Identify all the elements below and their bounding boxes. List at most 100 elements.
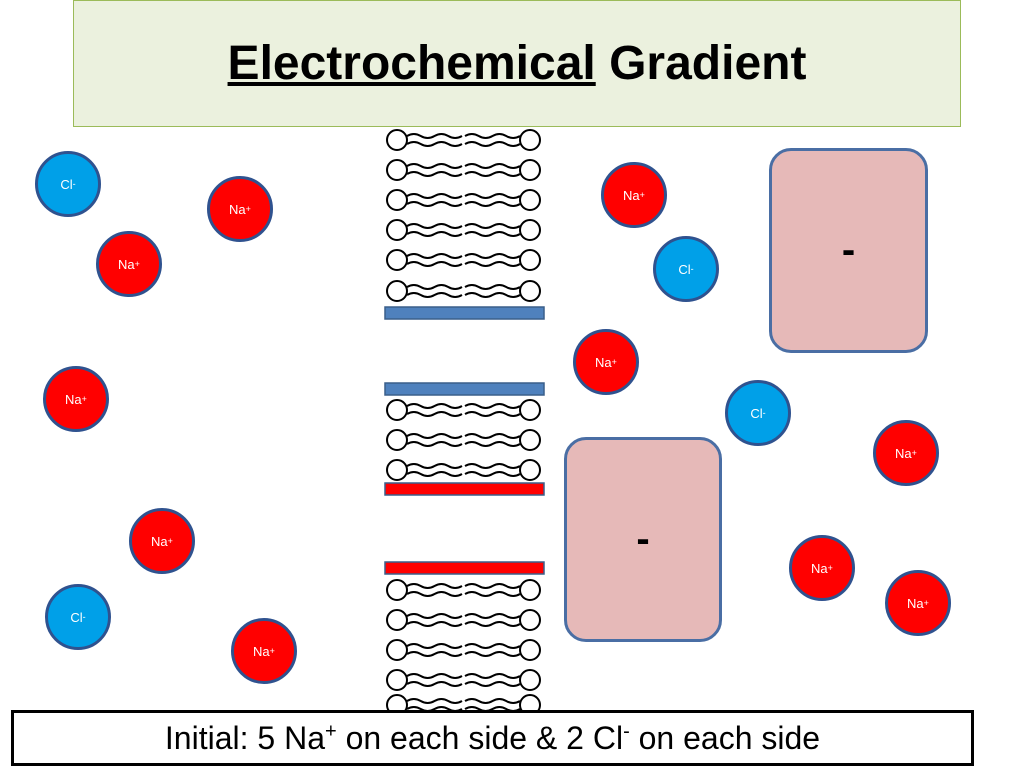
phospholipid-tail — [406, 673, 463, 679]
phospholipid-head — [519, 159, 541, 181]
ion-na: Na+ — [873, 420, 939, 486]
phospholipid-tail — [464, 471, 521, 477]
phospholipid-head — [519, 189, 541, 211]
phospholipid-head — [386, 669, 408, 691]
ion-na: Na+ — [207, 176, 273, 242]
phospholipid-head — [519, 129, 541, 151]
phospholipid-tail — [464, 231, 521, 237]
phospholipid-tail — [406, 163, 463, 169]
phospholipid-tail — [406, 583, 463, 589]
title-underlined: Electrochemical — [227, 37, 596, 90]
phospholipid-tail — [464, 433, 521, 439]
phospholipid-head — [386, 280, 408, 302]
phospholipid-tail — [406, 223, 463, 229]
phospholipid-tail — [464, 403, 521, 409]
phospholipid-head — [519, 669, 541, 691]
phospholipid-head — [519, 399, 541, 421]
phospholipid-tail — [406, 643, 463, 649]
phospholipid-tail — [464, 284, 521, 290]
ion-cl: Cl- — [45, 584, 111, 650]
channel-gate-closed — [384, 382, 545, 396]
phospholipid-tail — [464, 681, 521, 687]
phospholipid-head — [386, 159, 408, 181]
phospholipid-tail — [406, 231, 463, 237]
ion-na: Na+ — [43, 366, 109, 432]
phospholipid-tail — [464, 163, 521, 169]
channel-gate-open — [384, 561, 545, 575]
phospholipid-tail — [406, 698, 463, 704]
ion-na: Na+ — [885, 570, 951, 636]
phospholipid-tail — [406, 292, 463, 298]
phospholipid-head — [519, 219, 541, 241]
phospholipid-head — [519, 579, 541, 601]
phospholipid-tail — [464, 193, 521, 199]
phospholipid-tail — [406, 613, 463, 619]
phospholipid-head — [386, 639, 408, 661]
phospholipid-tail — [406, 261, 463, 267]
phospholipid-tail — [464, 583, 521, 589]
phospholipid-tail — [406, 193, 463, 199]
negative-charge-box: - — [564, 437, 722, 642]
phospholipid-tail — [406, 411, 463, 417]
phospholipid-tail — [406, 141, 463, 147]
phospholipid-tail — [464, 613, 521, 619]
phospholipid-tail — [406, 463, 463, 469]
phospholipid-head — [386, 429, 408, 451]
ion-na: Na+ — [573, 329, 639, 395]
phospholipid-tail — [406, 471, 463, 477]
phospholipid-head — [386, 459, 408, 481]
phospholipid-tail — [464, 441, 521, 447]
phospholipid-tail — [406, 284, 463, 290]
phospholipid-head — [519, 429, 541, 451]
phospholipid-tail — [464, 141, 521, 147]
ion-na: Na+ — [231, 618, 297, 684]
channel-gate-closed — [384, 306, 545, 320]
phospholipid-head — [519, 609, 541, 631]
phospholipid-tail — [406, 253, 463, 259]
title-banner: Electrochemical Gradient — [73, 0, 961, 127]
phospholipid-tail — [464, 253, 521, 259]
phospholipid-tail — [406, 171, 463, 177]
channel-gate-open — [384, 482, 545, 496]
ion-na: Na+ — [601, 162, 667, 228]
phospholipid-tail — [464, 411, 521, 417]
phospholipid-tail — [464, 171, 521, 177]
phospholipid-head — [519, 459, 541, 481]
ion-na: Na+ — [96, 231, 162, 297]
phospholipid-head — [386, 249, 408, 271]
phospholipid-tail — [464, 591, 521, 597]
phospholipid-tail — [406, 441, 463, 447]
phospholipid-tail — [406, 681, 463, 687]
phospholipid-tail — [406, 403, 463, 409]
phospholipid-head — [386, 399, 408, 421]
phospholipid-head — [386, 219, 408, 241]
phospholipid-tail — [406, 651, 463, 657]
phospholipid-tail — [464, 133, 521, 139]
phospholipid-head — [519, 639, 541, 661]
phospholipid-tail — [464, 651, 521, 657]
caption-box: Initial: 5 Na+ on each side & 2 Cl- on e… — [11, 710, 974, 766]
phospholipid-tail — [464, 261, 521, 267]
phospholipid-head — [386, 129, 408, 151]
phospholipid-head — [386, 609, 408, 631]
phospholipid-head — [519, 280, 541, 302]
caption-text: Initial: 5 Na+ on each side & 2 Cl- on e… — [164, 719, 821, 756]
phospholipid-tail — [406, 591, 463, 597]
page-title: Electrochemical Gradient — [228, 36, 807, 91]
phospholipid-head — [386, 189, 408, 211]
phospholipid-tail — [406, 133, 463, 139]
phospholipid-tail — [464, 698, 521, 704]
phospholipid-head — [519, 249, 541, 271]
phospholipid-tail — [406, 433, 463, 439]
ion-na: Na+ — [789, 535, 855, 601]
negative-charge-box: - — [769, 148, 928, 353]
phospholipid-tail — [464, 292, 521, 298]
phospholipid-tail — [406, 201, 463, 207]
ion-cl: Cl- — [653, 236, 719, 302]
phospholipid-tail — [464, 673, 521, 679]
phospholipid-tail — [464, 201, 521, 207]
phospholipid-tail — [464, 643, 521, 649]
ion-cl: Cl- — [725, 380, 791, 446]
ion-cl: Cl- — [35, 151, 101, 217]
